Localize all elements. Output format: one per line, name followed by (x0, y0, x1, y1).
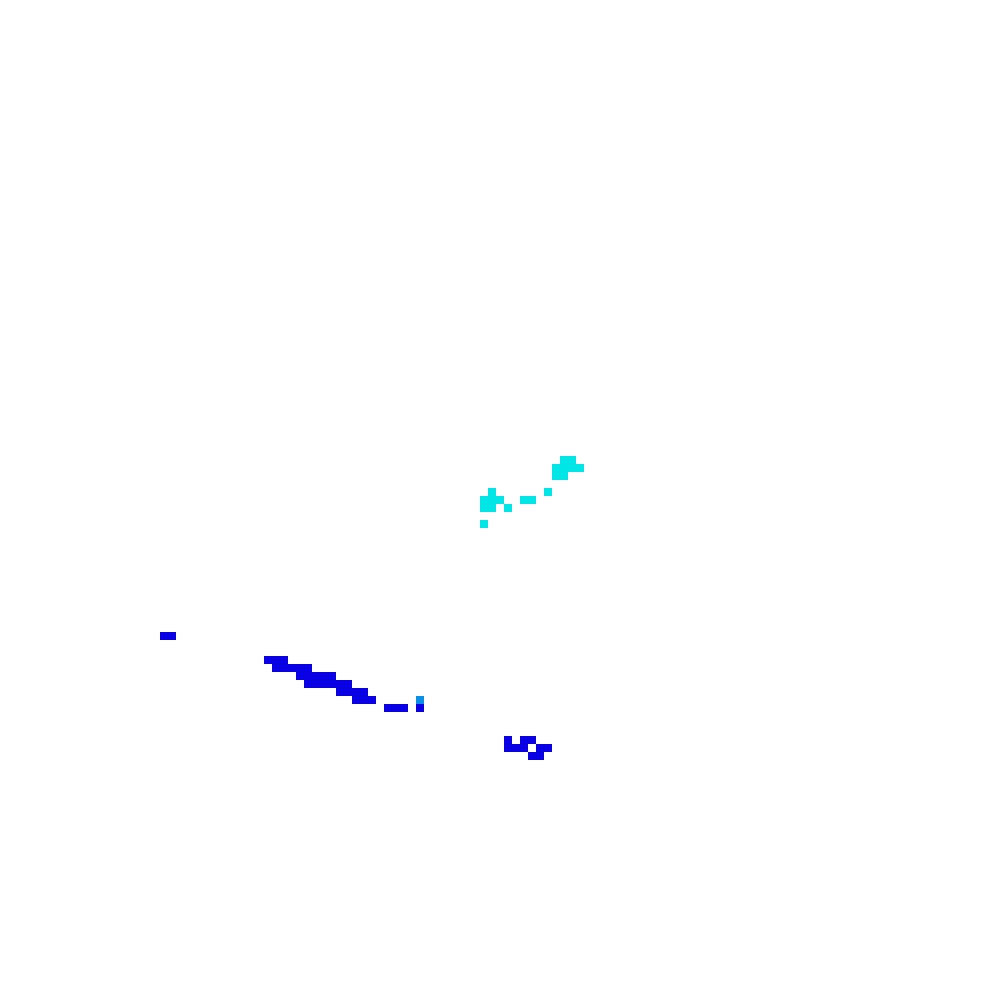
raster-cell-blue (512, 744, 520, 752)
raster-cell-blue (304, 664, 312, 672)
raster-cell-cyan (520, 496, 528, 504)
raster-cell-blue (336, 688, 344, 696)
raster-cell-blue (360, 688, 368, 696)
raster-cell-blue (312, 680, 320, 688)
raster-cell-blue (528, 752, 536, 760)
raster-cell-blue (312, 672, 320, 680)
raster-cell-blue (536, 752, 544, 760)
raster-cell-blue (320, 672, 328, 680)
raster-cell-cyan (552, 464, 560, 472)
raster-cell-cyan (528, 496, 536, 504)
raster-cell-cyan (488, 504, 496, 512)
raster-cell-blue (280, 656, 288, 664)
raster-cell-blue (168, 632, 176, 640)
raster-cell-cyan (568, 464, 576, 472)
raster-cell-blue (304, 680, 312, 688)
raster-cell-blue (344, 688, 352, 696)
raster-cell-blue (400, 704, 408, 712)
raster-cell-cyan (504, 504, 512, 512)
raster-cell-blue (288, 664, 296, 672)
raster-cell-cyan (488, 496, 496, 504)
raster-cell-cyan (552, 472, 560, 480)
raster-cells-layer (160, 456, 584, 760)
raster-cell-cyan (488, 488, 496, 496)
raster-cell-blue (336, 680, 344, 688)
raster-cell-blue (520, 744, 528, 752)
raster-cell-blue (392, 704, 400, 712)
raster-cell-cyan (560, 464, 568, 472)
raster-cell-blue (384, 704, 392, 712)
raster-cell-blue (504, 744, 512, 752)
raster-cell-blue (352, 688, 360, 696)
raster-cell-blue (272, 664, 280, 672)
raster-cell-cyan (560, 472, 568, 480)
raster-cell-sky (416, 696, 424, 704)
raster-cell-cyan (568, 456, 576, 464)
raster-cell-blue (160, 632, 168, 640)
raster-cell-cyan (496, 496, 504, 504)
raster-cell-blue (520, 736, 528, 744)
raster-cell-cyan (480, 520, 488, 528)
raster-cell-blue (280, 664, 288, 672)
raster-cell-blue (352, 696, 360, 704)
raster-cell-blue (264, 656, 272, 664)
raster-cell-blue (416, 704, 424, 712)
raster-cell-blue (304, 672, 312, 680)
raster-cell-blue (272, 656, 280, 664)
raster-cell-blue (528, 736, 536, 744)
raster-cell-blue (296, 672, 304, 680)
raster-cell-blue (504, 736, 512, 744)
raster-cell-cyan (480, 504, 488, 512)
raster-cell-blue (544, 744, 552, 752)
raster-cell-blue (344, 680, 352, 688)
raster-cell-blue (360, 696, 368, 704)
raster-cell-blue (296, 664, 304, 672)
raster-cell-cyan (576, 464, 584, 472)
raster-cell-blue (328, 672, 336, 680)
raster-cell-blue (536, 744, 544, 752)
raster-cell-blue (368, 696, 376, 704)
raster-cell-cyan (560, 456, 568, 464)
raster-cell-blue (320, 680, 328, 688)
raster-cell-blue (328, 680, 336, 688)
raster-cell-cyan (480, 496, 488, 504)
raster-cell-cyan (544, 488, 552, 496)
